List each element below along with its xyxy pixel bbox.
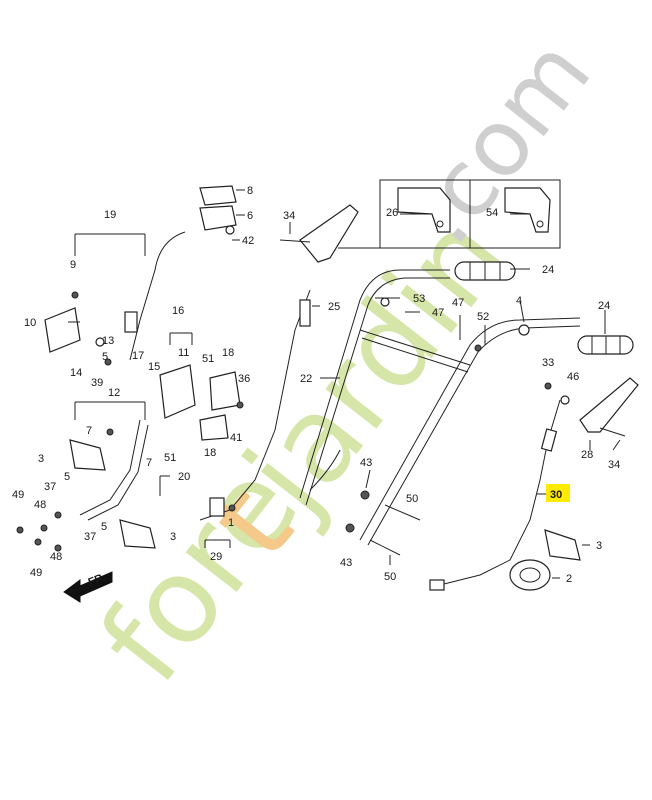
cable-19 (124, 231, 186, 361)
callout-48-lower[interactable]: 48 (50, 551, 62, 563)
clip-2 (509, 559, 551, 591)
callout-50-lower[interactable]: 50 (384, 571, 396, 583)
lever-28 (579, 377, 639, 437)
callout-36[interactable]: 36 (238, 373, 250, 385)
callout-41[interactable]: 41 (230, 432, 242, 444)
callout-34-top[interactable]: 34 (283, 210, 295, 222)
lever-34-top (279, 204, 359, 263)
grip-24-lower (577, 335, 634, 355)
callout-7-left[interactable]: 7 (86, 425, 92, 437)
callout-26[interactable]: 26 (386, 207, 398, 219)
callout-28[interactable]: 28 (581, 449, 593, 461)
callout-43-lower[interactable]: 43 (340, 557, 352, 569)
callout-54[interactable]: 54 (486, 207, 498, 219)
callout-11[interactable]: 11 (178, 347, 189, 359)
callout-48-upper[interactable]: 48 (34, 499, 46, 511)
callout-15[interactable]: 15 (148, 361, 160, 373)
highlight-30 (546, 484, 570, 502)
callout-19[interactable]: 19 (104, 209, 116, 221)
clamp-8 (199, 185, 237, 231)
callout-4[interactable]: 4 (516, 295, 522, 307)
cable-30 (429, 399, 561, 591)
callout-37-upper[interactable]: 37 (44, 481, 56, 493)
callout-47-mid[interactable]: 47 (432, 307, 444, 319)
callout-7-mid[interactable]: 7 (146, 457, 152, 469)
callout-18-upper[interactable]: 18 (222, 347, 234, 359)
callouts: 8 6 42 34 26 54 19 9 24 24 53 47 47 4 25… (12, 185, 620, 585)
callout-1[interactable]: 1 (228, 517, 234, 529)
callout-12[interactable]: 12 (108, 387, 120, 399)
callout-2[interactable]: 2 (566, 573, 572, 585)
callout-17[interactable]: 17 (132, 350, 144, 362)
bracket-26 (397, 187, 451, 233)
callout-10[interactable]: 10 (24, 317, 36, 329)
inset-box (338, 179, 561, 249)
bracket-16 (159, 364, 196, 419)
bracket-10 (44, 307, 81, 353)
hardware-misc (16, 225, 570, 552)
callout-34-right[interactable]: 34 (608, 459, 620, 471)
rod-20 (79, 419, 149, 521)
callout-22[interactable]: 22 (300, 373, 312, 385)
callout-24-lower[interactable]: 24 (598, 300, 610, 312)
callout-30[interactable]: 30 (550, 489, 562, 501)
callout-5-lower[interactable]: 5 (64, 471, 70, 483)
callout-14[interactable]: 14 (70, 367, 82, 379)
callout-43-upper[interactable]: 43 (360, 457, 372, 469)
clip-3-left-upper (69, 439, 106, 471)
callout-33[interactable]: 33 (542, 357, 554, 369)
callout-20[interactable]: 20 (178, 471, 190, 483)
callout-39[interactable]: 39 (91, 377, 103, 389)
callout-6[interactable]: 6 (247, 210, 253, 222)
bolts-43-50 (345, 490, 421, 556)
grip-24-upper (454, 261, 516, 281)
callout-50-upper[interactable]: 50 (406, 493, 418, 505)
callout-13[interactable]: 13 (102, 335, 114, 347)
callout-16[interactable]: 16 (172, 305, 184, 317)
plate-18 (199, 371, 241, 441)
callout-52[interactable]: 52 (477, 311, 489, 323)
callout-29[interactable]: 29 (210, 551, 222, 563)
front-arrow: FR. (63, 571, 113, 603)
callout-49-upper[interactable]: 49 (12, 489, 24, 501)
callout-3-right[interactable]: 3 (596, 540, 602, 552)
callout-3-left-upper[interactable]: 3 (38, 453, 44, 465)
callout-18-lower[interactable]: 18 (204, 447, 216, 459)
callout-5-upper[interactable]: 5 (102, 351, 108, 363)
callout-9[interactable]: 9 (70, 259, 76, 271)
bracket-54 (504, 187, 551, 233)
callout-37-lower[interactable]: 37 (84, 531, 96, 543)
callout-3-left-lower[interactable]: 3 (170, 531, 176, 543)
callout-24-upper[interactable]: 24 (542, 264, 554, 276)
callout-25[interactable]: 25 (328, 301, 340, 313)
callout-49-lower[interactable]: 49 (30, 567, 42, 579)
clip-3-right (544, 529, 581, 561)
leader-lines (68, 189, 621, 579)
callout-51-lower[interactable]: 51 (164, 452, 176, 464)
callout-42[interactable]: 42 (242, 235, 254, 247)
callout-5-bottom[interactable]: 5 (101, 521, 107, 533)
callout-51-upper[interactable]: 51 (202, 353, 214, 365)
callout-53[interactable]: 53 (413, 293, 425, 305)
callout-46[interactable]: 46 (567, 371, 579, 383)
callout-8[interactable]: 8 (247, 185, 253, 197)
callout-47-top[interactable]: 47 (452, 297, 464, 309)
clip-3-left-lower (119, 519, 156, 549)
